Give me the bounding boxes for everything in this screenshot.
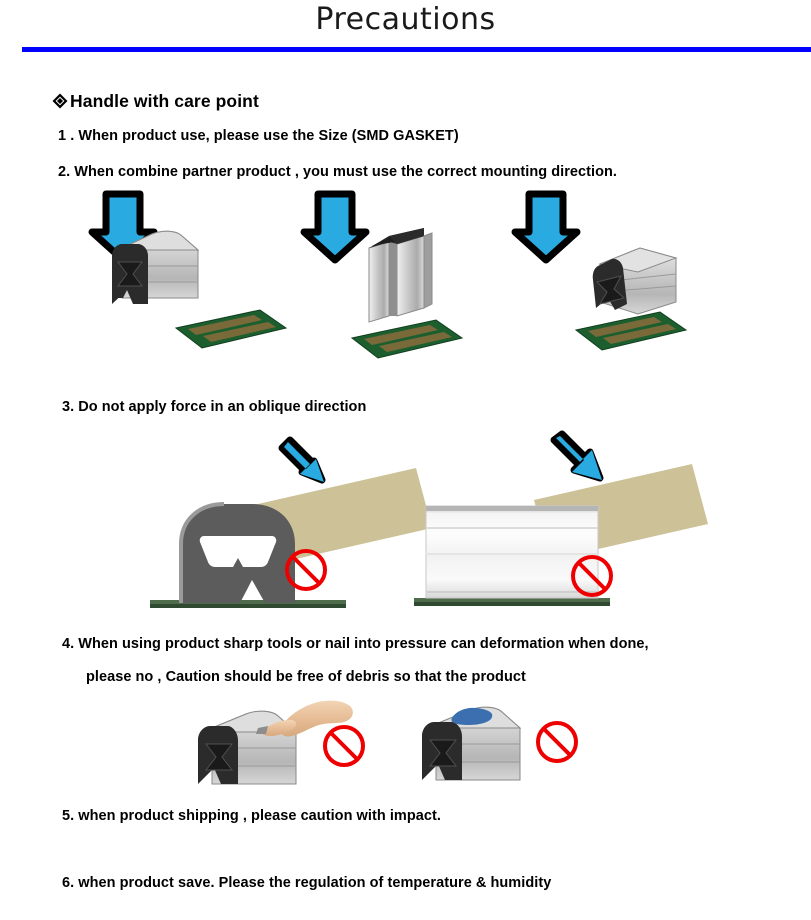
prohibition-icon	[285, 549, 327, 591]
gasket-cross-section	[179, 502, 295, 603]
precaution-item-4-line-1: 4. When using product sharp tools or nai…	[62, 636, 649, 652]
gasket-horizontal	[112, 230, 200, 304]
gasket-rotated	[592, 247, 678, 315]
panel-rotated-orientation	[511, 190, 688, 351]
panel-nail-pressure	[198, 700, 365, 785]
panel-vertical-orientation	[300, 190, 464, 359]
down-arrow-icon	[511, 190, 581, 264]
pressing-tool	[258, 468, 432, 564]
hand-icon	[256, 700, 353, 737]
precaution-item-4-line-2: please no , Caution should be free of de…	[86, 669, 526, 685]
pcb-board	[574, 311, 688, 351]
panel-oblique-body	[414, 430, 708, 606]
page-title: Precautions	[315, 2, 496, 37]
debris-blob	[451, 707, 493, 725]
mounting-direction-illustrations	[0, 186, 811, 376]
title-divider	[22, 47, 811, 52]
precaution-item-6: 6. when product save. Please the regulat…	[62, 875, 552, 891]
pcb-board	[350, 319, 464, 359]
precaution-item-5: 5. when product shipping , please cautio…	[62, 808, 441, 824]
gasket-vertical	[368, 228, 433, 323]
prohibition-icon	[536, 721, 578, 763]
product-body	[425, 505, 599, 599]
prohibition-icon	[571, 555, 613, 597]
pcb-board	[174, 309, 288, 349]
pcb-strip	[150, 600, 346, 608]
panel-correct-orientation	[88, 190, 288, 349]
precaution-item-3: 3. Do not apply force in an oblique dire…	[62, 399, 367, 415]
diagonal-arrow-icon	[278, 436, 326, 484]
panel-debris	[422, 706, 578, 781]
precaution-item-2: 2. When combine partner product , you mu…	[58, 164, 617, 180]
down-arrow-icon	[300, 190, 370, 264]
oblique-force-illustrations	[0, 428, 811, 623]
precaution-item-1: 1 . When product use, please use the Siz…	[58, 128, 459, 144]
prohibition-icon	[323, 725, 365, 767]
section-heading: Handle with care point	[70, 91, 259, 111]
diamond-bullet-icon	[52, 93, 68, 109]
damage-and-debris-illustrations	[0, 694, 811, 794]
diagonal-arrow-icon	[550, 430, 604, 482]
panel-oblique-gasket	[150, 436, 432, 608]
pcb-strip	[414, 598, 610, 606]
